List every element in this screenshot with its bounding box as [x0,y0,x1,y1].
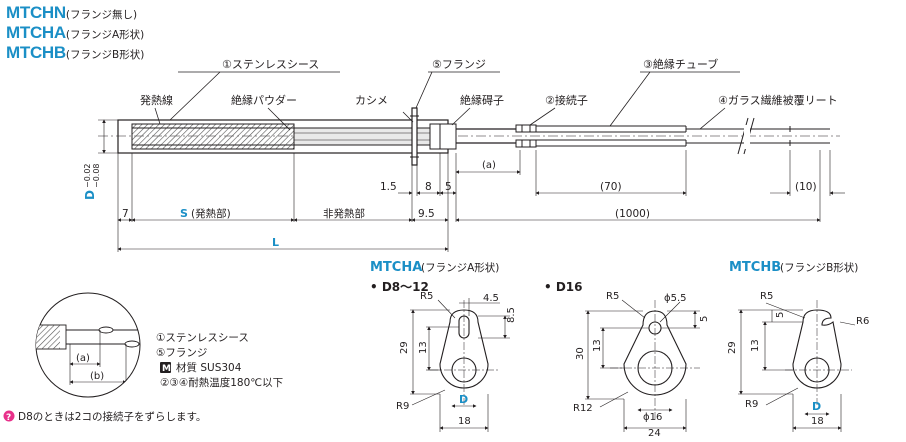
material-badge-bg [160,362,171,373]
callout-heating-wire: 発熱線 [140,93,173,107]
d-label: D [83,190,97,200]
detail-legend-sheath: ①ステンレスシース [156,332,249,344]
flange-a2-phi5-5: ϕ5.5 [664,293,687,304]
callout-crimp: カシメ [355,94,388,107]
flange-a1-r5: R5 [420,291,433,302]
flange-b-w18: 18 [811,416,824,427]
flange-a-d16 [610,300,700,420]
dim-7: 7 [122,208,129,220]
dimension-lines [98,119,845,252]
title-code: MTCHN [6,3,66,22]
callout-sheath: ①ステンレスシース [222,58,319,71]
detail-legend-flange: ⑤フランジ [156,347,207,359]
flange-b-r6: R6 [856,316,869,327]
detail-a: (a) [76,353,90,364]
flange-b-h29: 29 [727,341,738,354]
flange-a1-w4-5: 4.5 [483,293,499,304]
dim-a: (a) [482,160,496,171]
detail-b: (b) [90,371,104,382]
note-text: D8のときは2コの接続子をずらします。 [18,410,206,423]
dim-s-note: (発熱部) [191,207,231,220]
flange-a1-r9: R9 [396,401,409,412]
note-icon-bg [3,410,15,422]
flange-a2-phi16: ϕ16 [643,412,662,423]
connector-detail: (a) (b) [35,292,141,398]
dim-5: 5 [445,181,452,193]
mtchb-heading: MTCHB [729,260,781,275]
mtcha-variant2: • D16 [544,280,583,294]
flange-a-d8-12-dims [410,298,510,432]
callout-leaders [154,71,740,131]
flange-a1-h13: 13 [418,341,429,354]
flange-a2-h30: 30 [575,347,586,360]
d-tol-upper: −0.02 [83,163,92,188]
dim-l: L [272,236,279,249]
mtcha-heading-sub: (フランジA形状) [421,261,499,274]
title-sub: (フランジ無し) [65,9,138,21]
material-badge: M [162,364,171,374]
flange-a1-h29: 29 [399,341,410,354]
flange-a1-w18: 18 [458,416,471,427]
callout-insulation-tube: ③絶縁チューブ [643,57,718,71]
dim-8: 8 [425,181,432,193]
dim-9-5: 9.5 [418,208,435,220]
callout-connector: ②接続子 [545,93,588,107]
callout-lead-wire: ④ガラス繊維被覆リート [718,94,838,107]
title-mtchb: MTCHB(フランジB形状) [6,44,144,64]
title-code: MTCHB [6,43,66,62]
flange-a1-d: D [459,393,468,406]
dim-70: (70) [600,181,622,193]
flange-b-h13: 13 [750,339,761,352]
flange-b [785,300,852,405]
title-sub: (フランジA形状) [65,29,145,41]
d-dimension-label: D −0.02 −0.08 [83,163,101,200]
d-tol-lower: −0.08 [92,163,101,188]
flange-b-d: D [812,400,821,413]
dim-s: S [180,207,188,220]
flange-a1-h8-5: 8.5 [506,307,517,323]
flange-a-d16-dims [585,299,700,432]
flange-a2-w24: 24 [648,428,661,439]
flange-b-r9: R9 [745,399,758,410]
title-mtchn: MTCHN(フランジ無し) [6,4,137,24]
flange-b-dims [738,302,856,432]
flange-a2-r12: R12 [573,403,593,414]
flange-a2-h5: 5 [699,316,710,322]
material-text: 材質 SUS304 [176,361,242,374]
flange-a2-h13: 13 [592,339,603,352]
dim-10: (10) [795,181,817,193]
title-sub: (フランジB形状) [65,49,145,61]
temp-text: ②③④耐熱温度180℃以下 [160,376,283,389]
dim-1-5: 1.5 [380,181,397,193]
dim-1000: (1000) [615,208,650,220]
callout-insulation-powder: 絶縁パウダー [231,93,297,107]
flange-a2-r5: R5 [606,291,619,302]
mtcha-heading: MTCHA [370,260,422,275]
mtchb-heading-sub: (フランジB形状) [780,261,858,274]
callout-flange: ⑤フランジ [432,58,486,71]
dim-non-heat: 非発熱部 [323,207,365,220]
flange-b-r5: R5 [760,291,773,302]
title-mtcha: MTCHA(フランジA形状) [6,24,144,44]
heater-side-view [98,107,840,166]
callout-insulator: 絶縁碍子 [460,93,504,107]
title-code: MTCHA [6,23,66,42]
flange-a-d8-12 [430,300,500,405]
flange-b-h5: 5 [775,312,786,318]
note-icon: ? [6,413,11,423]
mtcha-variant1: • D8～12 [370,280,429,294]
